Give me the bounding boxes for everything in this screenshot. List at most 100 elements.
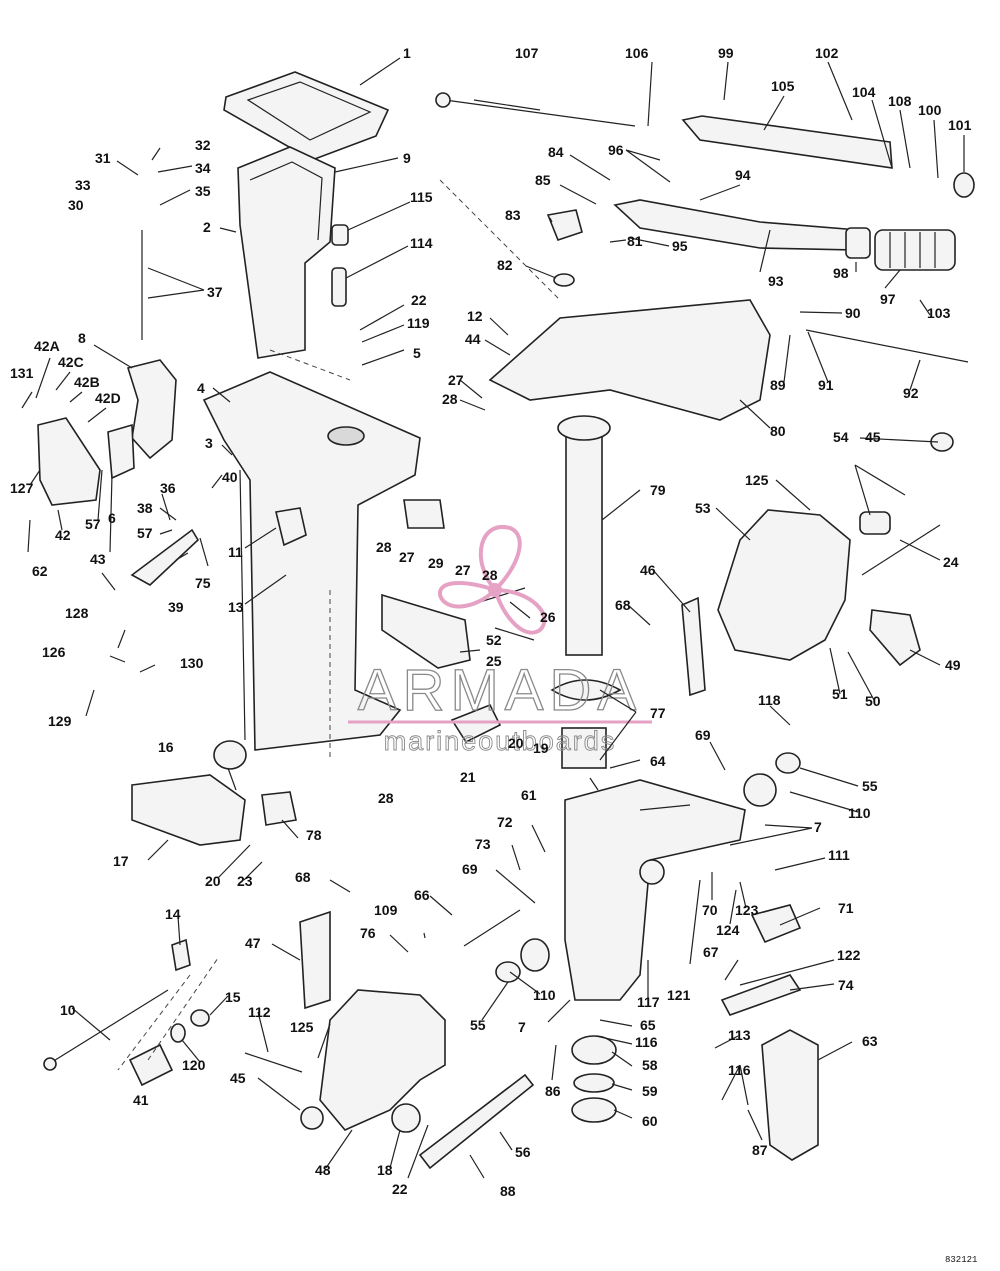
part-77-seal [550, 679, 622, 701]
part-63-bracket [761, 1029, 819, 1161]
callout-106: 106 [625, 45, 649, 61]
callout-23: 23 [237, 873, 253, 889]
callout-124: 124 [716, 922, 740, 938]
callout-67: 67 [703, 944, 719, 960]
callout-127: 127 [10, 480, 34, 496]
callout-68a: 68 [615, 597, 631, 613]
callout-55a: 55 [862, 778, 878, 794]
callout-72: 72 [497, 814, 513, 830]
callout-125b: 125 [290, 1019, 314, 1035]
callout-35: 35 [195, 183, 211, 199]
callout-3: 3 [205, 435, 213, 451]
callout-65: 65 [640, 1017, 656, 1033]
callout-42: 42 [55, 527, 71, 543]
part-53-stern-bracket [717, 509, 851, 661]
part-46-plate [681, 596, 706, 697]
part-41-tube [128, 1043, 174, 1087]
callout-42D: 42D [95, 390, 121, 406]
part-92-rod [805, 329, 969, 363]
callout-59: 59 [642, 1083, 658, 1099]
callout-93: 93 [768, 273, 784, 289]
callout-53: 53 [695, 500, 711, 516]
callout-28a: 28 [376, 539, 392, 555]
callout-118: 118 [758, 692, 781, 708]
callout-129: 129 [48, 713, 72, 729]
callout-28d: 28 [378, 790, 394, 806]
callout-16: 16 [158, 739, 174, 755]
callout-99: 99 [718, 45, 734, 61]
callout-27a: 27 [399, 549, 415, 565]
part-25-bracket [381, 593, 471, 669]
callout-7a: 7 [814, 819, 822, 835]
callout-25: 25 [486, 653, 502, 669]
callout-66: 66 [414, 887, 430, 903]
part-18-disc [391, 1103, 421, 1133]
callout-62: 62 [32, 563, 48, 579]
part-49-clamp [869, 609, 921, 667]
drawing-code: 832121 [945, 1255, 977, 1265]
part-59-oring [573, 1073, 615, 1093]
callout-41: 41 [133, 1092, 149, 1108]
callout-105: 105 [771, 78, 795, 94]
callout-54: 54 [833, 429, 849, 445]
part-42-arm [37, 417, 101, 506]
callout-101: 101 [948, 117, 972, 133]
callout-29: 29 [428, 555, 444, 571]
callout-76: 76 [360, 925, 376, 941]
callout-37: 37 [207, 284, 223, 300]
callout-96: 96 [608, 142, 624, 158]
callout-44: 44 [465, 331, 481, 347]
callout-58: 58 [642, 1057, 658, 1073]
watermark-brand: ARMADA [358, 658, 642, 723]
callout-63: 63 [862, 1033, 878, 1049]
callout-131: 131 [10, 365, 34, 381]
callout-19: 19 [533, 740, 549, 756]
callout-130: 130 [180, 655, 204, 671]
callout-34: 34 [195, 160, 211, 176]
callout-51: 51 [832, 686, 848, 702]
callout-20a: 20 [508, 735, 524, 751]
callout-77: 77 [650, 705, 666, 721]
part-82-washer [553, 273, 575, 287]
callout-36: 36 [160, 480, 176, 496]
callout-28c: 28 [442, 391, 458, 407]
part-16-bumper [213, 740, 247, 770]
callout-110a: 110 [848, 805, 871, 821]
callout-28b: 28 [482, 567, 498, 583]
part-14-tab [171, 938, 191, 972]
part-45-nut [300, 1106, 324, 1130]
callout-60: 60 [642, 1113, 658, 1129]
callout-116b: 116 [728, 1062, 751, 1078]
callout-22: 22 [411, 292, 427, 308]
part-55-washer [775, 752, 801, 774]
callout-81: 81 [627, 233, 643, 249]
callout-52: 52 [486, 632, 502, 648]
part-47-plate [299, 910, 331, 1010]
callout-116a: 116 [635, 1034, 658, 1050]
part-39-shaft [130, 528, 200, 586]
callout-6: 6 [108, 510, 116, 526]
callout-120: 120 [182, 1057, 206, 1073]
callout-48: 48 [315, 1162, 331, 1178]
callout-125a: 125 [745, 472, 769, 488]
callout-82: 82 [497, 257, 513, 273]
callout-30: 30 [68, 197, 84, 213]
callout-8: 8 [78, 330, 86, 346]
part-112-bolt [244, 1052, 303, 1073]
part-4-adapter-housing [202, 371, 421, 751]
callout-33: 33 [75, 177, 91, 193]
callout-73: 73 [475, 836, 491, 852]
part-17-cover [131, 774, 246, 846]
callout-12: 12 [467, 308, 483, 324]
part-97-grip [874, 229, 956, 271]
callout-20b: 20 [205, 873, 221, 889]
callout-11: 11 [228, 544, 243, 560]
part-98-sleeve [845, 227, 871, 259]
callout-75: 75 [195, 575, 211, 591]
callout-2: 2 [203, 219, 211, 235]
callout-108: 108 [888, 93, 912, 109]
callout-87: 87 [752, 1142, 768, 1158]
callout-92: 92 [903, 385, 919, 401]
callout-7b: 7 [518, 1019, 526, 1035]
callout-39: 39 [168, 599, 184, 615]
